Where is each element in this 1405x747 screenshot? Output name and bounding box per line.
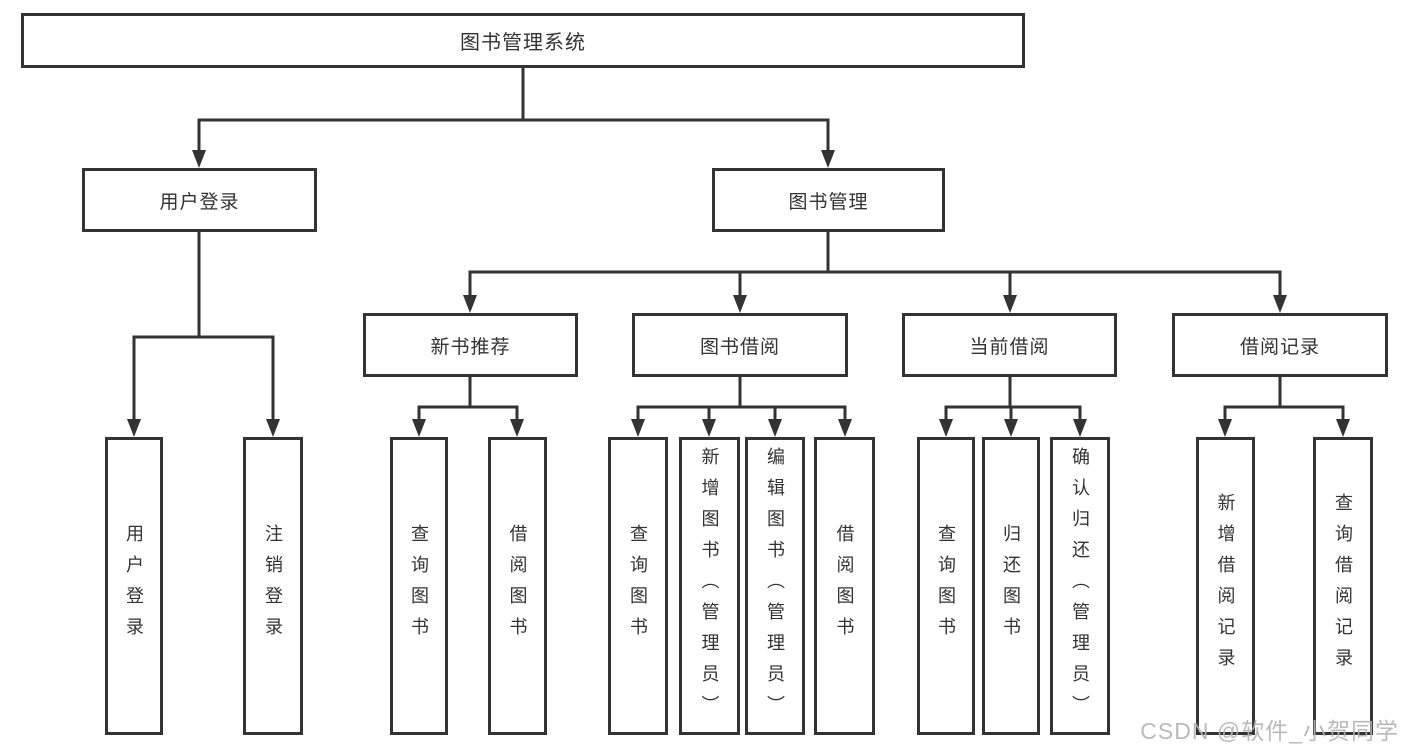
leaf-confirm-return-admin: 确认归还（管理员） <box>1050 437 1110 735</box>
connector-lines <box>132 66 1345 425</box>
leaf-borrow-books-recommend-label: 借阅图书 <box>507 524 528 648</box>
leaf-user-login-label: 用户登录 <box>124 524 144 648</box>
node-root-label: 图书管理系统 <box>460 32 586 54</box>
node-current-borrow-label: 当前借阅 <box>969 336 1050 358</box>
leaf-logout: 注销登录 <box>243 437 303 735</box>
leaf-edit-books-admin-label: 编辑图书（管理员） <box>765 446 785 726</box>
node-book-borrow: 图书借阅 <box>632 313 848 377</box>
leaf-return-books: 归还图书 <box>982 437 1040 735</box>
node-root-system: 图书管理系统 <box>21 13 1025 68</box>
node-new-book-recommend: 新书推荐 <box>363 313 578 377</box>
node-borrow-records-label: 借阅记录 <box>1239 336 1320 358</box>
leaf-query-books-recommend-label: 查询图书 <box>409 524 429 648</box>
node-book-management: 图书管理 <box>712 168 945 232</box>
leaf-return-books-label: 归还图书 <box>1001 524 1021 648</box>
leaf-add-books-admin-label: 新增图书（管理员） <box>699 446 720 726</box>
leaf-confirm-return-admin-label: 确认归还（管理员） <box>1070 446 1090 726</box>
node-book-management-label: 图书管理 <box>788 191 869 213</box>
node-user-login-label: 用户登录 <box>159 191 240 213</box>
leaf-query-borrow-record-label: 查询借阅记录 <box>1333 493 1353 679</box>
node-borrow-records: 借阅记录 <box>1172 313 1388 377</box>
leaf-logout-label: 注销登录 <box>263 524 283 648</box>
leaf-query-borrow-record: 查询借阅记录 <box>1313 437 1373 735</box>
csdn-watermark: CSDN @软件_小贺同学 <box>1140 718 1399 744</box>
leaf-add-books-admin: 新增图书（管理员） <box>679 437 740 735</box>
node-current-borrow: 当前借阅 <box>902 313 1117 377</box>
leaf-user-login: 用户登录 <box>105 437 163 735</box>
leaf-borrow-books: 借阅图书 <box>814 437 875 735</box>
node-new-book-recommend-label: 新书推荐 <box>430 336 511 358</box>
leaf-query-books-current-label: 查询图书 <box>936 524 956 648</box>
node-book-borrow-label: 图书借阅 <box>699 336 780 358</box>
leaf-add-borrow-record-label: 新增借阅记录 <box>1215 493 1236 679</box>
leaf-edit-books-admin: 编辑图书（管理员） <box>745 437 805 735</box>
leaf-borrow-books-recommend: 借阅图书 <box>488 437 547 735</box>
leaf-query-books-borrow: 查询图书 <box>608 437 668 735</box>
leaf-borrow-books-label: 借阅图书 <box>834 524 855 648</box>
leaf-query-books-borrow-label: 查询图书 <box>628 524 648 648</box>
node-user-login: 用户登录 <box>82 168 317 232</box>
leaf-query-books-current: 查询图书 <box>917 437 975 735</box>
leaf-add-borrow-record: 新增借阅记录 <box>1196 437 1255 735</box>
leaf-query-books-recommend: 查询图书 <box>390 437 448 735</box>
